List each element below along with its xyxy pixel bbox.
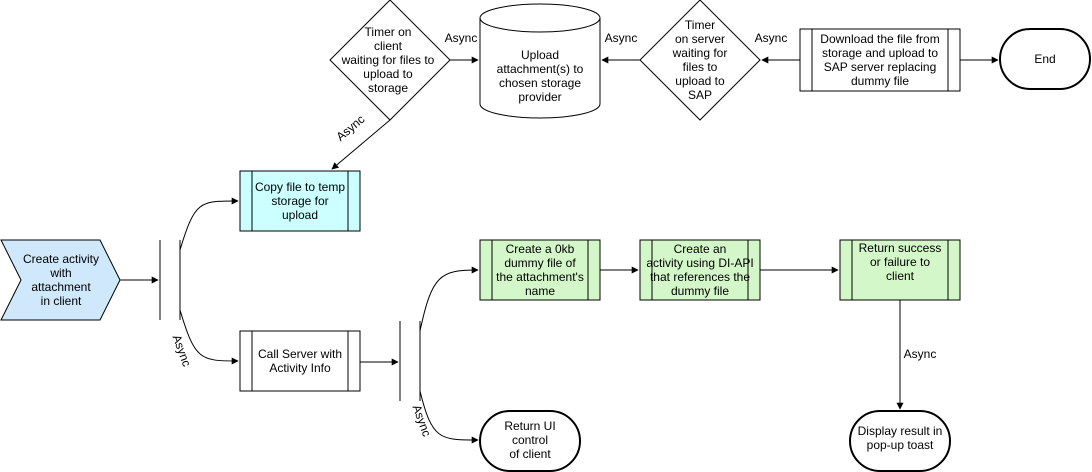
label-line: Display result in — [858, 424, 943, 438]
label-line: upload to — [675, 74, 725, 88]
label-line: Return success — [859, 241, 942, 255]
label-line: that references the — [650, 270, 750, 284]
edge-fork1-to-call — [179, 309, 239, 365]
return-ui-terminator — [479, 410, 581, 472]
upload-storage-cylinder — [479, 3, 601, 119]
label-line: control — [512, 433, 548, 447]
create-dummy-process-box — [479, 239, 601, 301]
label-line: provider — [518, 90, 561, 104]
fork-bar-1 — [159, 240, 181, 320]
label-line: Download the file from — [820, 32, 939, 46]
edge-label-result-display: Async — [904, 347, 937, 361]
label-line: upload to — [363, 67, 413, 81]
edge-label-timer-client-copy: Async — [333, 112, 367, 144]
label-line: the attachment's — [496, 270, 584, 284]
label-line: upload — [282, 208, 318, 222]
edge-label-timer-client-upload: Async — [445, 31, 478, 45]
label-line: SAP — [688, 88, 712, 102]
label-line: Return UI — [504, 419, 555, 433]
end-terminator — [999, 28, 1091, 90]
copy-file-process-box — [239, 170, 361, 232]
label-line: Copy file to temp — [255, 180, 345, 194]
return-result-process-box — [839, 239, 961, 301]
label-line: dummy file — [671, 284, 729, 298]
label-line: waiting for — [672, 46, 728, 60]
label-line: Upload — [521, 48, 559, 62]
connectors — [120, 56, 999, 444]
edge-fork2-to-return-ui — [419, 390, 479, 444]
create-activity-start-shape — [0, 239, 121, 321]
label-line: Create an — [674, 242, 727, 256]
label-line: dummy file of — [504, 256, 576, 270]
end-label: End — [1034, 52, 1055, 66]
label-line: storage for — [271, 194, 328, 208]
edge-timer-client-to-copy — [331, 119, 391, 170]
label-line: name — [525, 284, 555, 298]
label-line: storage — [368, 81, 408, 95]
label-line: on server — [675, 32, 725, 46]
label-line: attachment — [31, 280, 91, 294]
label-line: client — [374, 39, 403, 53]
label-line: Call Server with — [258, 347, 342, 361]
call-server-process-box — [239, 330, 361, 392]
label-line: with — [49, 266, 71, 280]
timer-server-decision — [639, 0, 761, 121]
label-line: dummy file — [851, 74, 909, 88]
edge-fork2-to-dummy — [419, 266, 479, 332]
label-line: in client — [41, 294, 82, 308]
edge-label-fork2: Async — [410, 403, 434, 439]
edge-label-timer-server-upload: Async — [605, 31, 638, 45]
edge-fork1-to-copy — [179, 197, 239, 251]
label-line: or failure to — [870, 255, 930, 269]
label-line: of client — [509, 447, 551, 461]
label-line: Timer — [685, 18, 715, 32]
label-line: pop-up toast — [867, 438, 934, 452]
create-activity-diapi-process-box — [639, 239, 761, 301]
label-line: Create activity — [23, 252, 99, 266]
edge-label-fork1: Async — [170, 333, 194, 369]
label-line: waiting for files to — [341, 53, 435, 67]
label-line: Create a 0kb — [506, 242, 575, 256]
fork-bar-2 — [399, 321, 421, 401]
label-line: files to — [683, 60, 718, 74]
label-line: Timer on — [365, 25, 412, 39]
label-line: SAP server replacing — [824, 60, 937, 74]
label-line: client — [886, 269, 915, 283]
label-line: chosen storage — [499, 76, 581, 90]
display-result-terminator — [849, 410, 951, 472]
label-line: attachment(s) to — [497, 62, 584, 76]
label-line: storage and upload to — [822, 46, 938, 60]
label-line: Activity Info — [269, 361, 331, 375]
edge-label-download-timer-server: Async — [755, 31, 788, 45]
label-line: activity using DI-API — [646, 256, 753, 270]
label-line: End — [1034, 52, 1055, 66]
